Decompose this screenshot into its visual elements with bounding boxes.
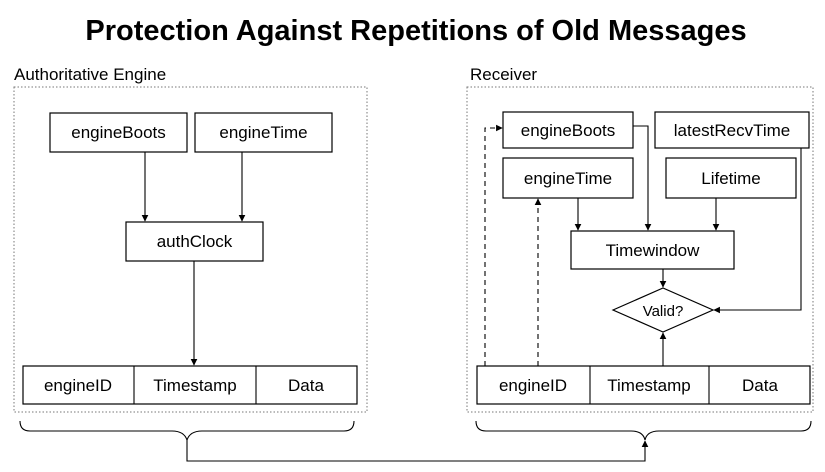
message-left-engine-id: engineID bbox=[44, 376, 112, 395]
arrow-brace-connector bbox=[186, 440, 649, 462]
arrow-engineboots-to-timewindow bbox=[633, 125, 652, 231]
valid-label: Valid? bbox=[643, 303, 684, 320]
authoritative-engine-label: Authoritative Engine bbox=[14, 65, 166, 84]
arrow-latestrecv-to-valid bbox=[713, 148, 802, 314]
auth-clock-label: authClock bbox=[157, 232, 233, 251]
auth-clock-box: authClock bbox=[125, 221, 264, 262]
valid-diamond: Valid? bbox=[611, 287, 715, 333]
lifetime-box: Lifetime bbox=[665, 157, 797, 199]
receiver-label: Receiver bbox=[470, 65, 537, 84]
timewindow-label: Timewindow bbox=[606, 241, 701, 260]
message-right-engine-id: engineID bbox=[499, 376, 567, 395]
message-left: engineID Timestamp Data bbox=[22, 365, 358, 405]
receiver-engine-time-label: engineTime bbox=[524, 169, 612, 188]
lifetime-label: Lifetime bbox=[701, 169, 761, 188]
page-title: Protection Against Repetitions of Old Me… bbox=[85, 15, 746, 47]
engine-boots-label: engineBoots bbox=[71, 123, 166, 142]
latest-recv-time-label: latestRecvTime bbox=[674, 121, 791, 140]
right-brace bbox=[475, 420, 812, 441]
latest-recv-time-box: latestRecvTime bbox=[654, 111, 810, 149]
message-right-data: Data bbox=[742, 376, 778, 395]
receiver-engine-boots-box: engineBoots bbox=[502, 111, 634, 149]
message-left-data: Data bbox=[288, 376, 324, 395]
dashed-arrow-engineid-to-engineboots bbox=[484, 124, 503, 366]
message-left-timestamp: Timestamp bbox=[153, 376, 236, 395]
authoritative-engine-panel bbox=[13, 86, 368, 413]
message-right: engineID Timestamp Data bbox=[476, 365, 811, 405]
receiver-engine-time-box: engineTime bbox=[502, 157, 634, 199]
receiver-engine-boots-label: engineBoots bbox=[521, 121, 616, 140]
engine-time-box: engineTime bbox=[194, 112, 333, 153]
timewindow-box: Timewindow bbox=[570, 230, 735, 270]
left-brace bbox=[19, 420, 355, 442]
engine-time-label: engineTime bbox=[219, 123, 307, 142]
engine-boots-box: engineBoots bbox=[49, 112, 188, 153]
message-right-timestamp: Timestamp bbox=[607, 376, 690, 395]
receiver-panel bbox=[466, 86, 814, 413]
